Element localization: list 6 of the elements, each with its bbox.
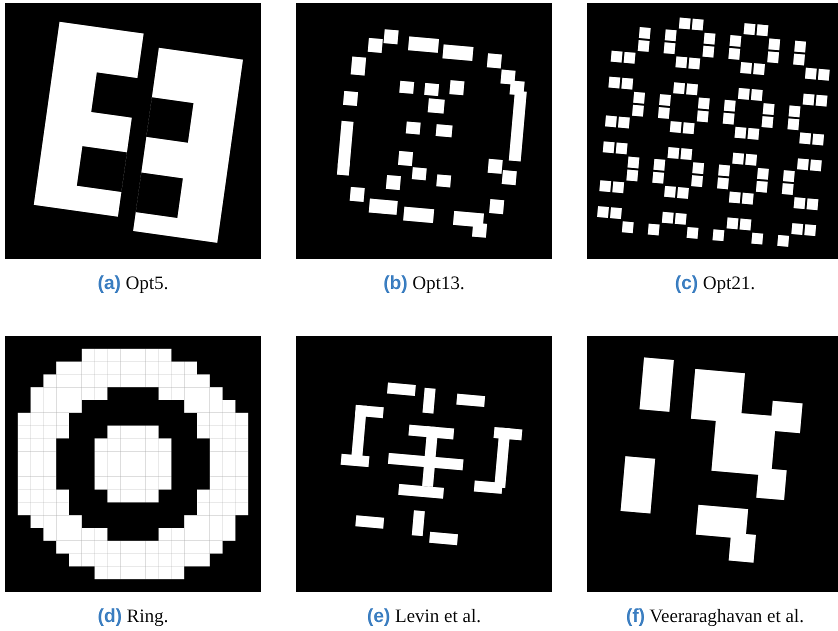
- caption: (d) Ring.: [96, 606, 170, 628]
- caption: (f) Veeraraghavan et al.: [625, 606, 805, 628]
- caption: (a) Opt5.: [96, 273, 170, 295]
- caption: (c) Opt21.: [674, 273, 756, 295]
- caption: (b) Opt13.: [382, 273, 466, 295]
- caption: (e) Levin et al.: [366, 606, 482, 628]
